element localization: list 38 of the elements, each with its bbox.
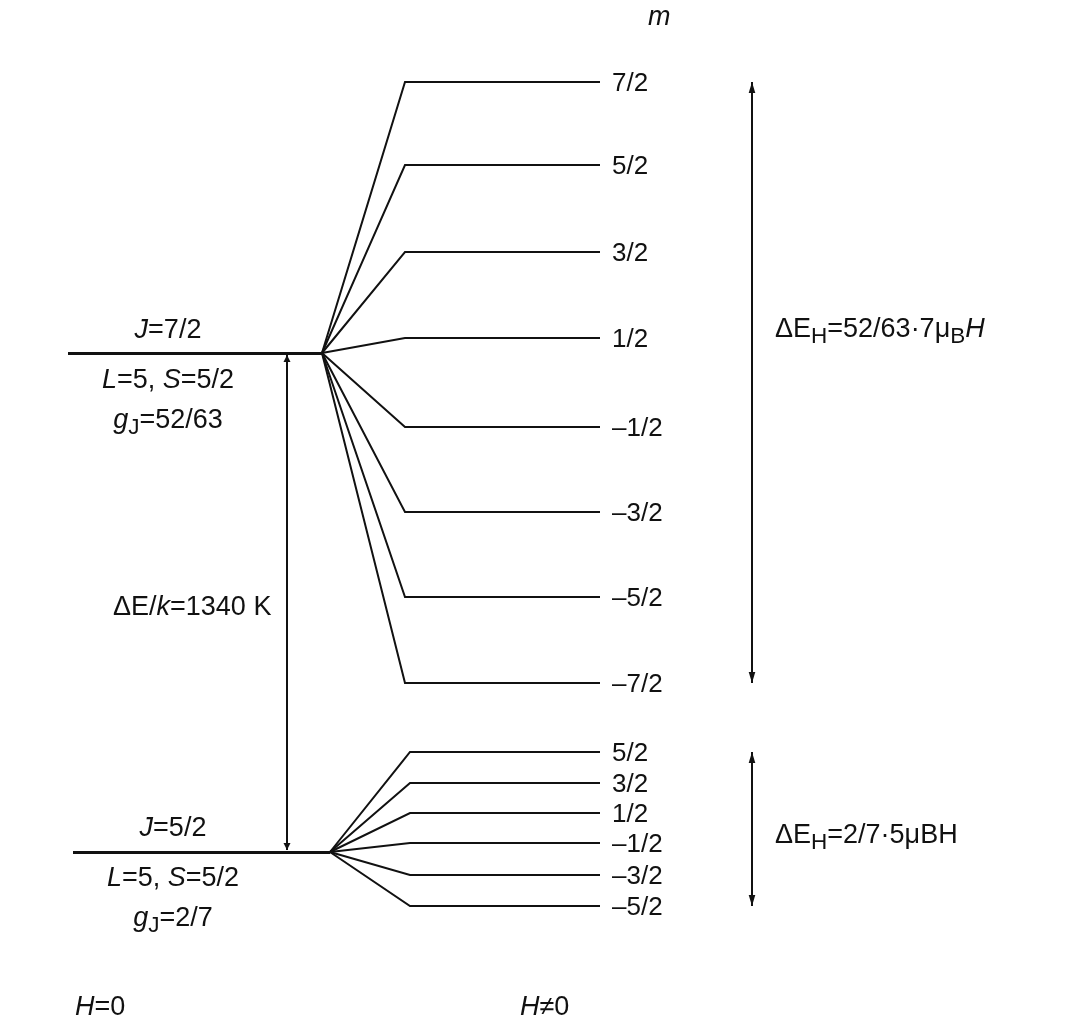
- sublevel-label: –1/2: [600, 410, 730, 444]
- splitting-line: [321, 81, 601, 354]
- splitting-line: [321, 337, 601, 354]
- level-label: L=5, S=5/2: [100, 363, 236, 395]
- sublevel-label: 5/2: [600, 148, 730, 182]
- level-label: g$_{J}$=52/63: [112, 403, 224, 442]
- formula-label: ΔE$_{H}$=52/63·7μ$_{B}$H: [775, 312, 985, 351]
- splitting-line: [329, 812, 601, 853]
- sublevel-label: 3/2: [600, 235, 730, 269]
- splitting-line: [321, 352, 601, 428]
- formula-label: H=0: [75, 990, 126, 1022]
- splitting-line: [329, 782, 601, 853]
- level-label: g$_{J}$=2/7: [132, 901, 214, 940]
- level-label: J=5/2: [138, 811, 208, 843]
- sublevel-label: –3/2: [600, 860, 730, 890]
- sublevel-label: –5/2: [600, 580, 730, 614]
- energy-gap-arrow: [283, 354, 291, 851]
- splitting-line: [321, 251, 601, 354]
- sublevel-label: –3/2: [600, 495, 730, 529]
- splitting-line: [329, 851, 601, 876]
- sublevel-label: –5/2: [600, 891, 730, 921]
- formula-label: ΔE$_{H}$=2/7·5μBH: [775, 818, 958, 857]
- splitting-line: [321, 352, 601, 684]
- formula-label: H≠0: [520, 990, 570, 1022]
- sublevel-label: 1/2: [600, 798, 730, 828]
- axis-label: m: [648, 0, 671, 32]
- splitting-line: [321, 352, 601, 598]
- level-label: J=7/2: [133, 313, 203, 345]
- sublevel-label: 3/2: [600, 768, 730, 798]
- sublevel-label: 5/2: [600, 737, 730, 767]
- splitting-line: [329, 842, 601, 853]
- sublevel-label: –7/2: [600, 666, 730, 700]
- sublevel-label: 7/2: [600, 65, 730, 99]
- splitting-line: [329, 851, 601, 907]
- sublevel-label: –1/2: [600, 828, 730, 858]
- sublevel-label: 1/2: [600, 321, 730, 355]
- level-label: L=5, S=5/2: [105, 861, 241, 893]
- splitting-line: [321, 164, 601, 354]
